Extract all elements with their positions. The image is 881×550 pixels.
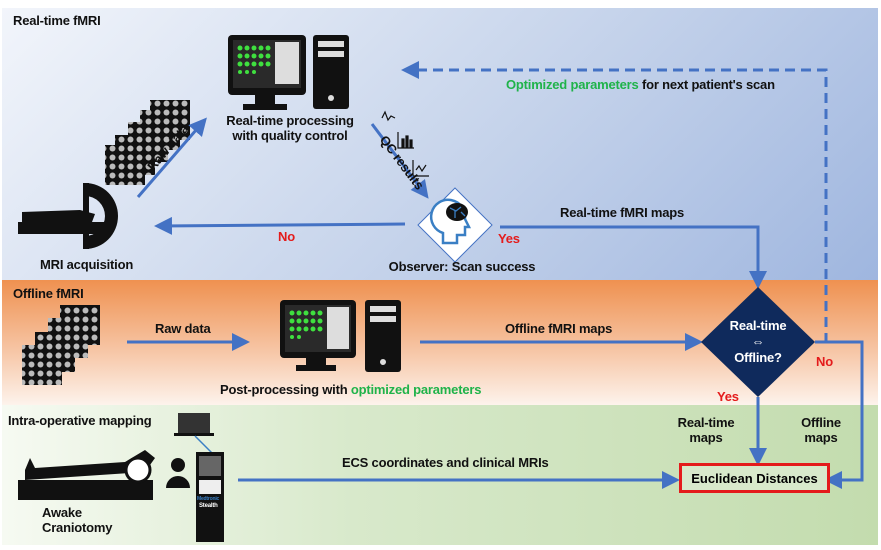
qc-chart-icons: [381, 110, 429, 177]
raw-data-arrow: [136, 117, 207, 198]
label-line: Real-time processing: [226, 113, 354, 128]
section-title-offline: Offline fMRI: [13, 286, 84, 301]
awake-craniotomy-patient-icon: [18, 450, 190, 500]
decision-diamond: [701, 287, 815, 397]
bidirectional-arrow-icon: ⇔: [751, 334, 765, 349]
label-line: Awake: [42, 505, 82, 520]
label-line: maps: [804, 430, 838, 445]
raw-data-stack-icon: [22, 305, 100, 385]
computer-icon: [280, 300, 401, 372]
section-title-intraop: Intra-operative mapping: [8, 413, 152, 428]
offline-no-arrow: [815, 340, 864, 489]
observer-label: Observer: Scan success: [388, 259, 536, 274]
post-processing-label: Post-processing with optimized parameter…: [220, 382, 481, 397]
tower-brand: Medtronic: [197, 496, 220, 502]
no-arrow: [154, 216, 406, 235]
label-line: Real-time: [677, 415, 735, 430]
raw-data-label: Raw data: [155, 321, 211, 336]
label-line: Offline?: [734, 350, 782, 365]
realtime-maps-arrow: [500, 225, 767, 289]
observer-head-icon: [417, 187, 493, 263]
label-line: maps: [689, 430, 723, 445]
yes-label: Yes: [498, 231, 520, 246]
no-label: No: [278, 229, 295, 244]
stealth-navigation-tower-icon: [174, 413, 224, 542]
optimized-rest: for next patient's scan: [638, 77, 775, 92]
section-title-realtime: Real-time fMRI: [13, 13, 101, 28]
label-line: Real-time: [729, 318, 787, 333]
ecs-label: ECS coordinates and clinical MRIs: [342, 455, 549, 470]
label-line: with quality control: [232, 128, 348, 143]
label-line: Craniotomy: [42, 520, 113, 535]
realtime-maps-label: Real-time fMRI maps: [560, 205, 685, 220]
optimized-highlight: Optimized parameters: [506, 77, 639, 92]
label-line: Offline: [801, 415, 841, 430]
tower-model: Stealth: [199, 503, 218, 509]
raw-data-stack-icon: [105, 100, 190, 185]
optimized-parameters-dashed-arrow: [401, 61, 828, 343]
optimized-highlight: optimized parameters: [350, 382, 482, 397]
no-label: No: [816, 354, 833, 369]
qc-results-arrow: [370, 123, 429, 199]
euclidean-distances-box: Euclidean Distances: [679, 463, 830, 493]
optimized-parameters-label: Optimized parameters for next patient's …: [506, 77, 775, 92]
yes-label: Yes: [717, 389, 739, 404]
computer-icon: [228, 35, 349, 110]
decision-label: Real-time⇔Offline?: [730, 318, 787, 366]
post-processing-text: Post-processing with: [220, 382, 351, 397]
mri-scanner-icon: [18, 183, 118, 249]
offline-maps-label: Offline fMRI maps: [505, 321, 613, 336]
mri-acquisition-label: MRI acquisition: [40, 257, 134, 272]
